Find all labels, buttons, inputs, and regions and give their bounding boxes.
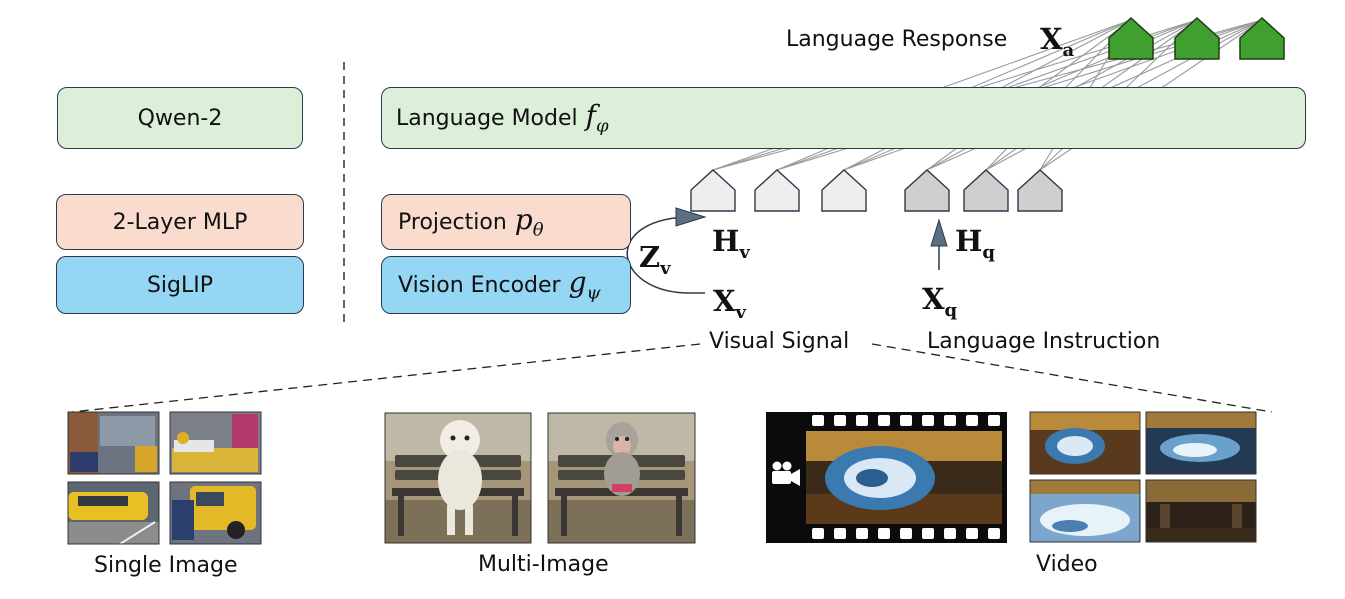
projection-symbol: pθ [514,203,544,241]
hq-symbol: Hq [955,224,995,263]
film-hole [944,528,956,539]
video-frames [1029,411,1257,543]
video-frame [1029,411,1141,475]
xq-symbol: Xq [922,282,958,321]
mlp-box: 2-Layer MLP [56,194,304,250]
multi-image-caption: Multi-Image [478,552,609,577]
visual-tokens [690,169,867,212]
zoom-line-left [71,343,701,413]
film-hole [900,415,912,426]
projection-box: Projection pθ [381,194,631,250]
video-caption: Video [1036,552,1098,577]
instruction-token [904,169,950,212]
qwen2-box: Qwen-2 [57,87,303,149]
video-frame [1145,411,1257,475]
film-hole [944,415,956,426]
xv-symbol: Xv [713,284,746,323]
vision-encoder-symbol: gψ [568,266,601,304]
output-token [1174,16,1220,60]
vision-encoder-label: Vision Encoder [398,272,561,298]
single-image-thumbnails [67,411,262,545]
single-image-tile [169,481,262,545]
multi-image-tile-dog [384,412,532,544]
film-hole [922,415,934,426]
instruction-tokens [904,169,1063,212]
qwen2-label: Qwen-2 [137,105,223,131]
hv-symbol: Hv [712,224,750,263]
mlp-label: 2-Layer MLP [112,209,248,235]
film-hole [966,528,978,539]
visual-token [821,169,867,212]
zv-symbol: Zv [639,240,671,279]
language-model-box: Language Model fφ [381,87,1306,149]
language-response-label: Language Response [786,27,1008,52]
zoom-line-right [871,343,1273,413]
visual-signal-label: Visual Signal [709,329,850,354]
film-hole [856,528,868,539]
film-hole [856,415,868,426]
film-hole [812,528,824,539]
instruction-token [963,169,1009,212]
video-filmstrip [766,412,1007,543]
projection-label: Projection [398,209,507,235]
visual-token [754,169,800,212]
film-hole [922,528,934,539]
language-instruction-label: Language Instruction [927,329,1161,354]
single-image-caption: Single Image [94,553,238,578]
single-image-tile [169,411,262,475]
output-token [1108,16,1154,60]
output-tokens [1108,16,1285,60]
film-hole [812,415,824,426]
film-hole [988,528,1000,539]
film-hole [900,528,912,539]
film-hole [834,528,846,539]
film-hole [878,528,890,539]
film-hole [966,415,978,426]
visual-token [690,169,736,212]
film-hole [988,415,1000,426]
video-camera-icon [772,461,800,486]
film-hole [834,415,846,426]
single-image-tile [67,481,160,545]
siglip-box: SigLIP [56,256,304,314]
single-image-tile [67,411,160,475]
projection-arrowhead [675,207,707,227]
output-token [1239,16,1285,60]
multi-image-tile-monkey [547,412,696,544]
xa-symbol: Xa [1040,22,1075,61]
instruction-token [1017,169,1063,212]
video-frame [1029,479,1141,543]
language-model-symbol: fφ [585,99,609,137]
video-frame [1145,479,1257,543]
instruction-arrowhead [930,218,948,247]
siglip-label: SigLIP [146,272,214,298]
film-sprocket-holes [812,415,1000,539]
vision-encoder-box: Vision Encoder gψ [381,256,631,314]
multi-image-thumbnails [384,412,696,544]
language-model-label: Language Model [396,105,578,131]
film-hole [878,415,890,426]
